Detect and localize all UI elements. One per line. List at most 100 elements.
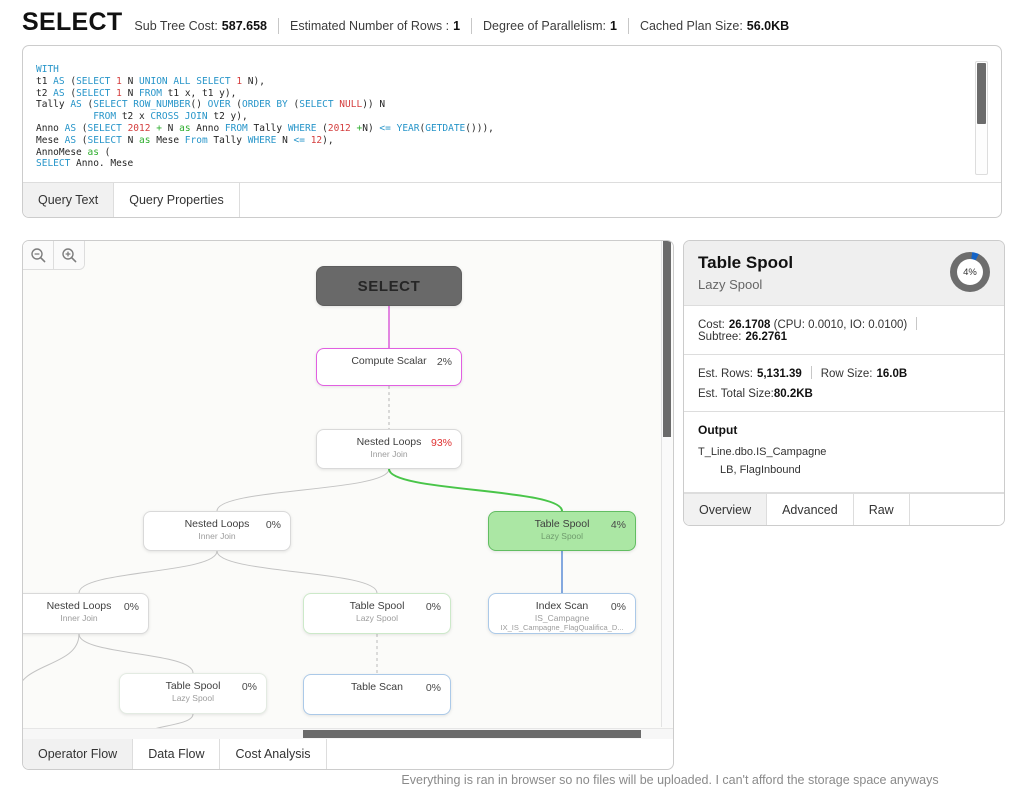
output-heading: Output — [698, 423, 738, 437]
tab-query-text[interactable]: Query Text — [23, 183, 115, 217]
query-scrollbar-thumb[interactable] — [977, 63, 986, 124]
cost-section: Cost:26.1708 (CPU: 0.0010, IO: 0.0100) Su… — [684, 306, 1004, 355]
node-title: Nested Loops — [46, 600, 112, 612]
stat-separator — [627, 18, 629, 34]
node-title: Table Scan — [351, 681, 403, 693]
code-line: FROM t2 x CROSS JOIN t2 y), — [93, 111, 248, 123]
code-line: AnnoMese as ( — [36, 146, 111, 158]
header-stat-degree-of-parallelism-: Degree of Parallelism:1 — [483, 19, 617, 33]
donut-percent-label: 4% — [963, 266, 977, 278]
tab-overview[interactable]: Overview — [684, 494, 768, 525]
output-line: LB, FlagInbound — [720, 464, 801, 476]
edge-nested-loops-mid-nested-loops-left — [78, 550, 218, 594]
header-stat-estimated-number-of-rows-: Estimated Number of Rows :1 — [290, 19, 460, 33]
tab-operator-flow[interactable]: Operator Flow — [23, 739, 134, 769]
details-panel: Table Spool Lazy Spool 4% Cost:26.1708 (… — [683, 240, 1005, 526]
stat-label: Estimated Number of Rows : — [289, 19, 450, 33]
plan-node-table-spool-mid[interactable]: Table Spool 0% Lazy Spool — [303, 593, 451, 634]
stat-value: 56.0KB — [746, 19, 790, 33]
node-subtitle: IS_Campagne — [534, 613, 590, 623]
zoom-out-button[interactable] — [23, 241, 54, 269]
stat-separator — [277, 18, 279, 34]
zoom-in-button[interactable] — [54, 241, 84, 269]
plan-node-compute-scalar[interactable]: Compute Scalar 2% — [316, 348, 462, 386]
header-stat-cached-plan-size-: Cached Plan Size:56.0KB — [640, 19, 789, 33]
est-total-size-label: Est. Total Size: — [698, 388, 774, 400]
header-stats: Sub Tree Cost:587.658 Estimated Number of… — [134, 18, 789, 34]
node-subtitle: Inner Join — [60, 613, 98, 623]
node-subtitle: Lazy Spool — [171, 693, 215, 703]
plan-vertical-scrollbar[interactable] — [661, 241, 672, 727]
code-line: SELECT Anno. Mese — [36, 158, 134, 170]
operator-subtitle: Lazy Spool — [698, 277, 763, 292]
stat-label: Degree of Parallelism: — [483, 19, 606, 33]
node-title: Compute Scalar — [351, 355, 427, 367]
node-title: SELECT — [357, 277, 421, 295]
plan-node-nested-loops-mid[interactable]: Nested Loops 0% Inner Join — [143, 511, 291, 551]
edge-nested-loops-mid-table-spool-mid — [216, 550, 378, 594]
tab-data-flow[interactable]: Data Flow — [133, 739, 221, 769]
code-line: WITH — [36, 64, 59, 75]
node-percent: 93% — [430, 437, 452, 449]
cost-value: 26.1708 — [728, 319, 771, 331]
code-line: t1 AS (SELECT 1 N UNION ALL SELECT 1 N), — [36, 75, 265, 87]
query-scrollbar[interactable] — [975, 61, 988, 175]
node-subtitle: Inner Join — [198, 531, 236, 541]
edge-nested-loops-top-table-spool-selected — [388, 468, 563, 512]
cost-label: Cost: — [698, 319, 725, 331]
operator-title: Table Spool — [698, 253, 794, 272]
subtree-label: Subtree: — [698, 331, 742, 343]
tab-cost-analysis[interactable]: Cost Analysis — [220, 739, 327, 769]
node-title: Table Spool — [349, 600, 405, 612]
tab-advanced[interactable]: Advanced — [767, 494, 854, 525]
stat-value: 587.658 — [221, 19, 267, 33]
plan-vertical-scrollbar-thumb[interactable] — [663, 241, 671, 437]
est-total-size-value: 80.2KB — [773, 388, 813, 400]
node-percent: 0% — [123, 601, 139, 613]
stat-label: Sub Tree Cost: — [134, 19, 218, 33]
node-subtitle: Lazy Spool — [355, 613, 399, 623]
node-title: Nested Loops — [184, 518, 250, 530]
stat-separator — [471, 18, 473, 34]
separator — [916, 317, 918, 330]
code-line: Mese AS (SELECT N as Mese From Tally WHE… — [36, 134, 334, 146]
cost-donut: 4% — [950, 252, 990, 292]
node-percent: 0% — [610, 601, 626, 613]
node-title: Index Scan — [535, 600, 589, 612]
plan-node-nested-loops-left[interactable]: Nested Loops 0% Inner Join — [23, 593, 149, 634]
cost-cpu-io: (CPU: 0.0010, IO: 0.0100) — [773, 319, 908, 331]
edge-nested-loops-left-offscreen — [23, 633, 80, 682]
tab-raw[interactable]: Raw — [853, 494, 910, 525]
separator — [810, 366, 812, 379]
tab-query-properties[interactable]: Query Properties — [114, 183, 240, 217]
est-rows-value: 5,131.39 — [756, 368, 802, 380]
row-size-value: 16.0B — [876, 368, 908, 380]
plan-node-table-spool-left[interactable]: Table Spool 0% Lazy Spool — [119, 673, 267, 714]
node-percent: 2% — [436, 356, 452, 368]
node-percent: 0% — [425, 601, 441, 613]
header-stat-sub-tree-cost-: Sub Tree Cost:587.658 — [134, 19, 267, 33]
plan-horizontal-scrollbar[interactable] — [23, 728, 673, 739]
node-percent: 0% — [425, 682, 441, 694]
footer-note: Everything is ran in browser so no files… — [401, 773, 939, 787]
total-size-line: Est. Total Size:80.2KB — [698, 388, 990, 400]
node-percent: 0% — [265, 519, 281, 531]
edge-nested-loops-left-table-spool-left — [78, 633, 194, 674]
node-percent: 0% — [241, 681, 257, 693]
node-title: Table Spool — [165, 680, 221, 692]
plan-horizontal-scrollbar-thumb[interactable] — [303, 730, 641, 738]
node-subtitle: Lazy Spool — [540, 531, 584, 541]
plan-node-table-scan[interactable]: Table Scan 0% — [303, 674, 451, 715]
plan-node-select[interactable]: SELECT — [316, 266, 462, 306]
